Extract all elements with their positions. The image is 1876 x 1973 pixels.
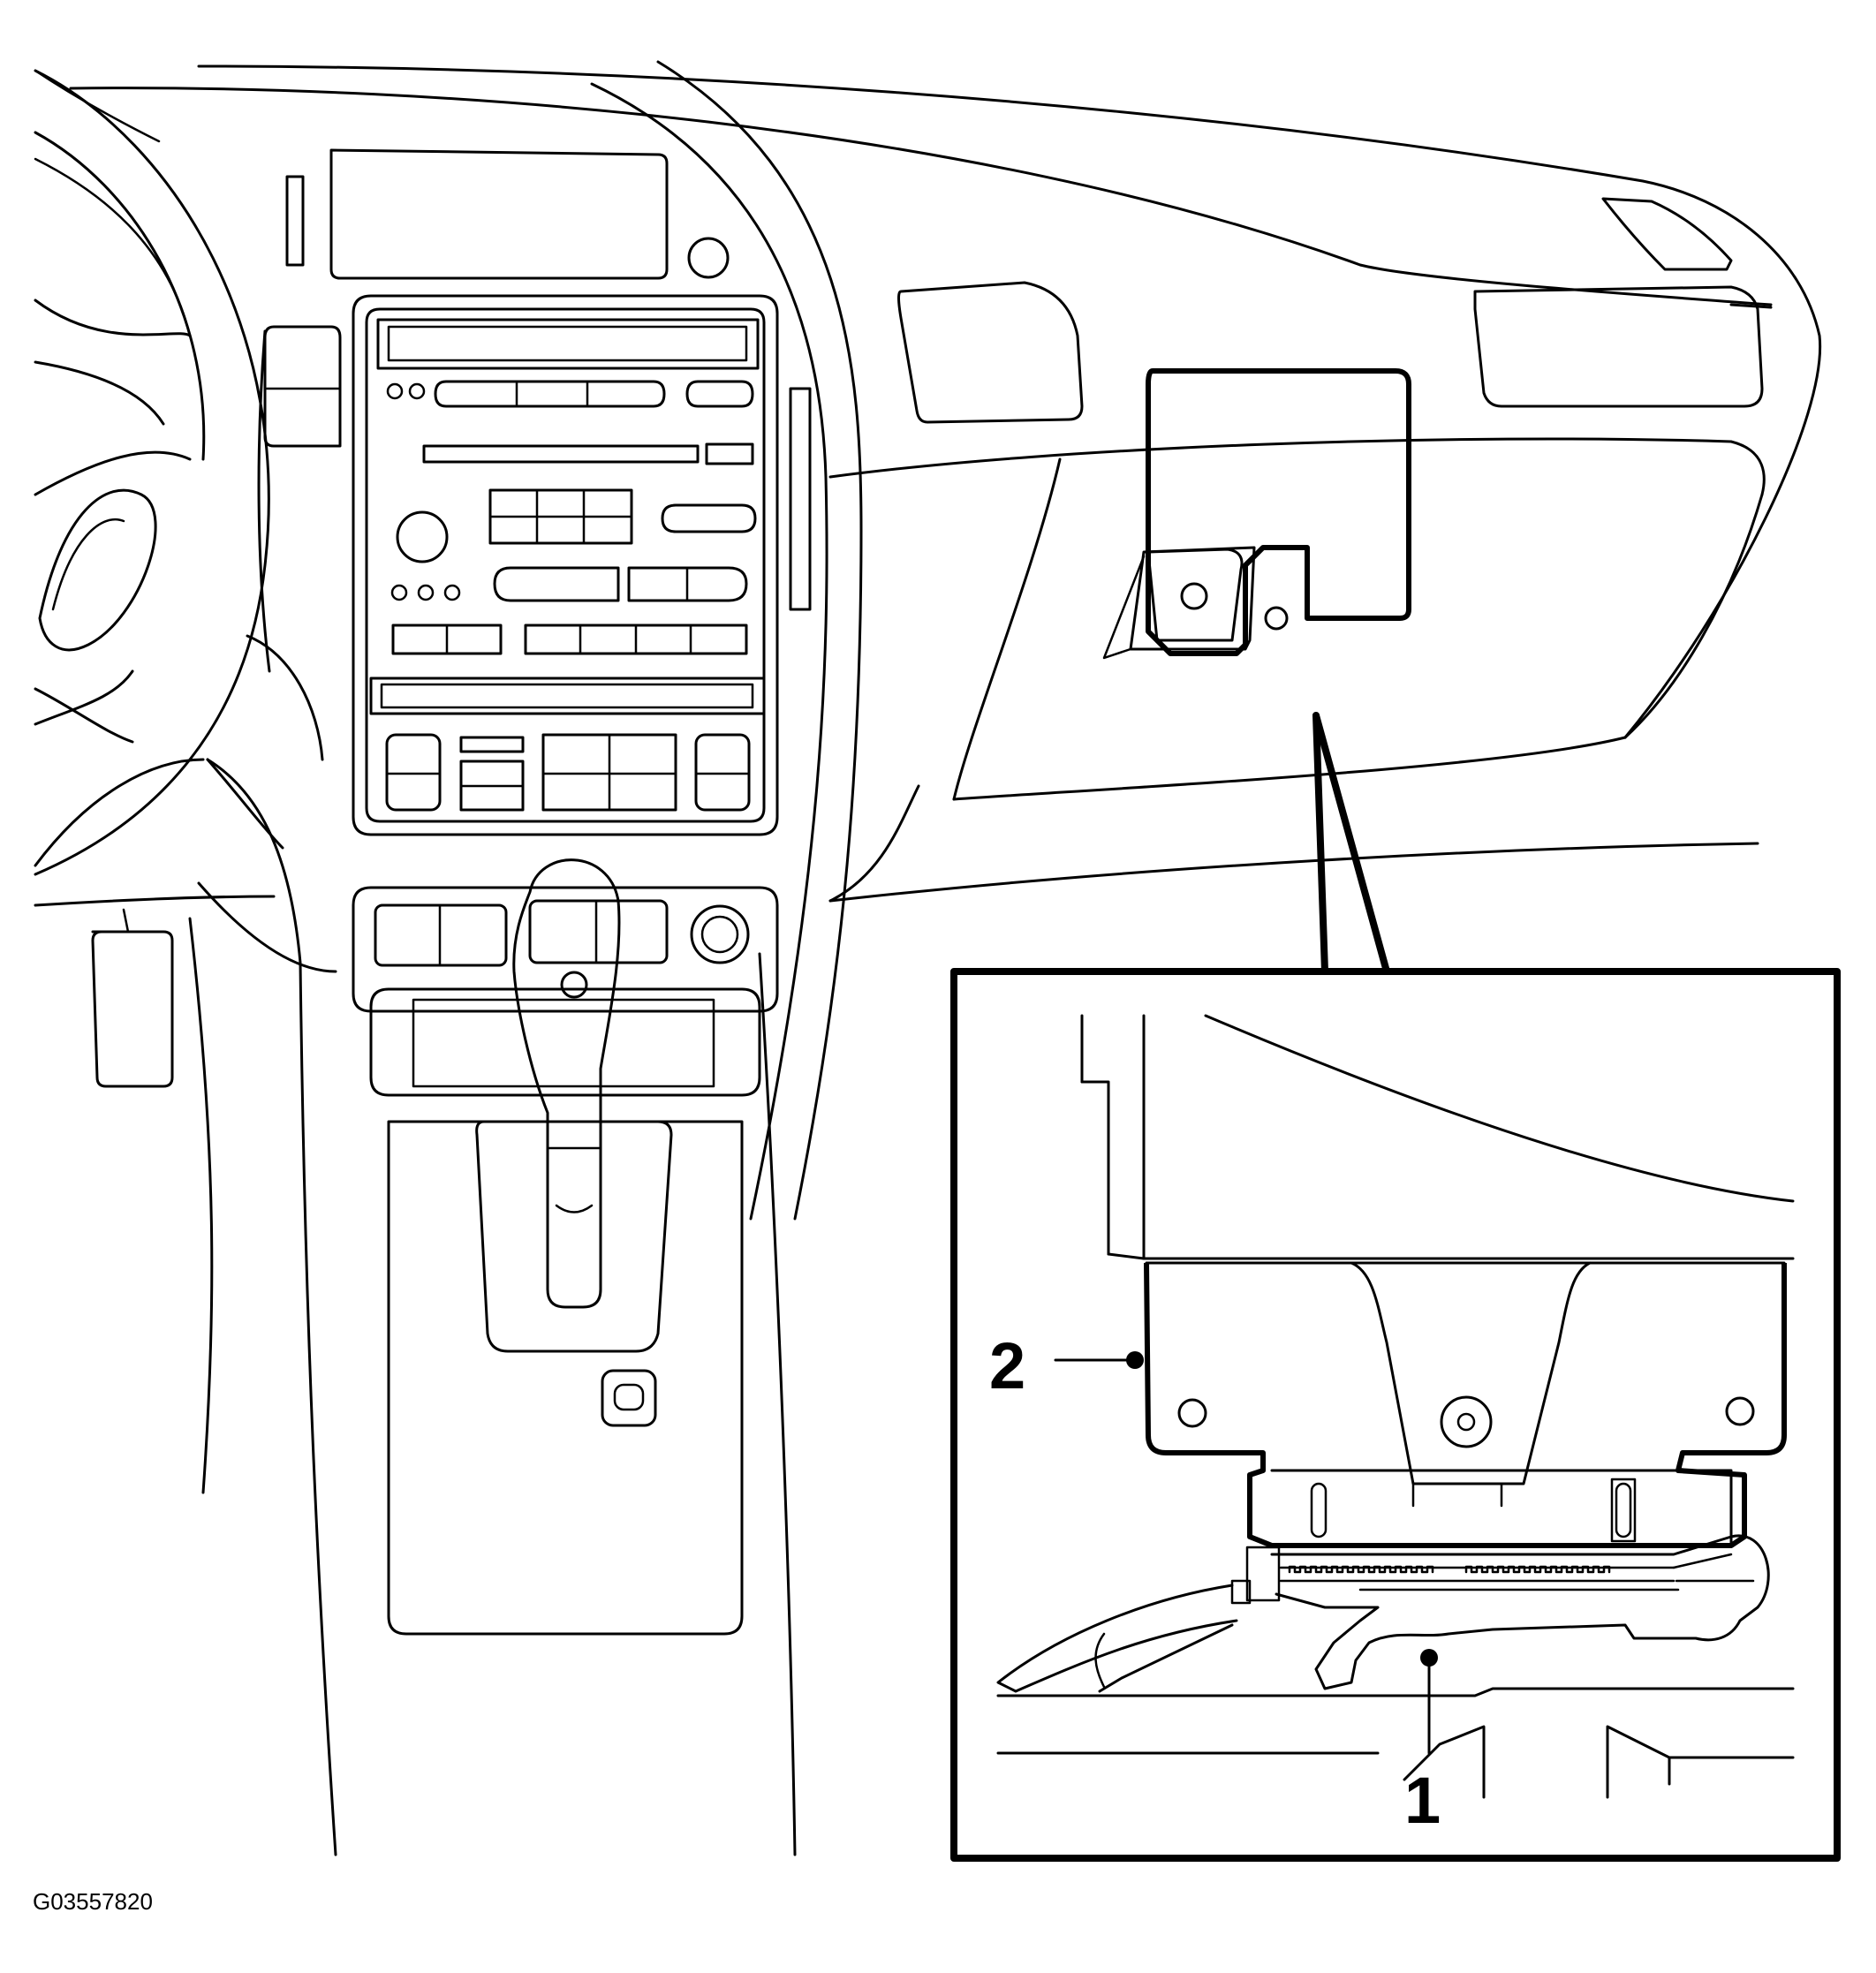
control-module-location (1102, 368, 1411, 660)
callout-2-label: 2 (989, 1329, 1025, 1402)
dashboard-top-edge (34, 64, 1822, 739)
left-side-parts (34, 325, 342, 1494)
figure-id: G03557820 (33, 1888, 153, 1915)
callout-1-label: 1 (1404, 1764, 1441, 1837)
radio-hvac-panel (352, 294, 779, 836)
zoom-pointer (1312, 712, 1390, 975)
steering-wheel (34, 69, 270, 876)
callout-2-dot (1126, 1351, 1144, 1369)
glovebox (828, 437, 1766, 903)
gear-selector-area (352, 858, 779, 1636)
detail-inset: 2 1 (950, 968, 1841, 1862)
upper-center-vents (285, 148, 1773, 424)
callout-1-dot (1420, 1649, 1438, 1667)
center-console-outline (206, 60, 920, 1856)
side-vent-slot (789, 387, 812, 611)
